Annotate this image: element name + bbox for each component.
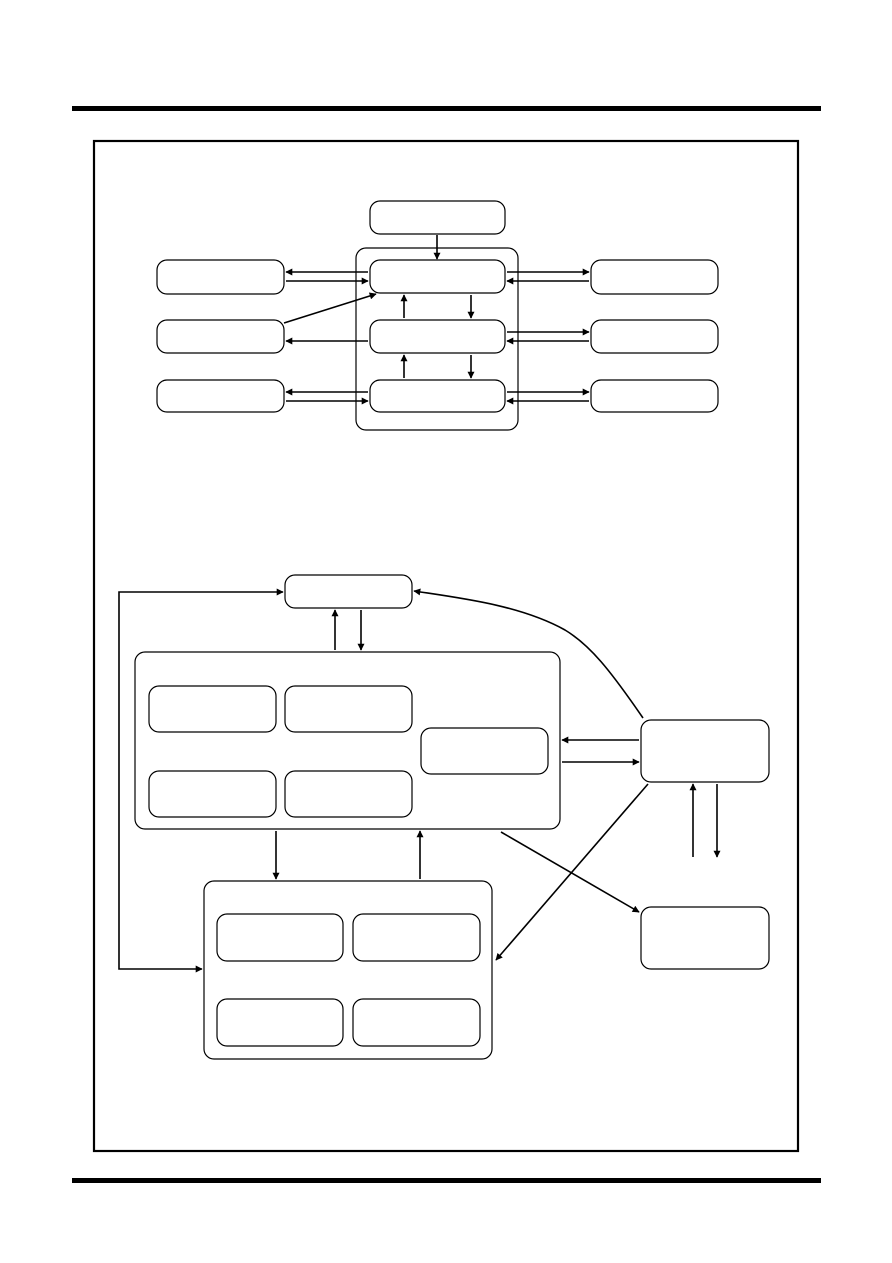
upper-box-5 xyxy=(420,727,549,775)
right-box-2 xyxy=(590,319,719,354)
upper-container xyxy=(134,651,561,830)
upper-box-4 xyxy=(284,770,413,818)
lower-box-2 xyxy=(352,913,481,962)
footer-rule xyxy=(72,1178,821,1183)
header-rule xyxy=(72,106,821,111)
right-box-lower xyxy=(640,906,770,970)
lower-box-1 xyxy=(216,913,344,962)
arrow-rightbox-to-top-curve xyxy=(413,588,644,719)
center-box-1 xyxy=(369,259,506,294)
upper-box-2 xyxy=(284,685,413,733)
right-box-3 xyxy=(590,379,719,413)
bottom-diagram xyxy=(118,574,770,1060)
top-diagram xyxy=(156,200,719,431)
left-box-3 xyxy=(156,379,285,413)
arrow-left-loop xyxy=(118,588,284,973)
right-box-1 xyxy=(590,259,719,295)
bottom-top-box xyxy=(284,574,413,609)
arrow-rightbox-to-lower xyxy=(495,783,649,961)
top-input-box xyxy=(369,200,506,235)
arrow-left2-to-center1 xyxy=(283,292,377,324)
arrow-upper-to-rightbox-lower xyxy=(500,831,640,913)
right-box-upper xyxy=(640,719,770,783)
center-box-3 xyxy=(369,379,506,413)
left-box-2 xyxy=(156,319,285,354)
upper-box-1 xyxy=(148,685,277,733)
left-box-1 xyxy=(156,259,285,295)
center-box-2 xyxy=(369,319,506,354)
lower-box-3 xyxy=(216,998,344,1047)
figure-frame xyxy=(92,139,800,1153)
lower-box-4 xyxy=(352,998,481,1047)
upper-box-3 xyxy=(148,770,277,818)
